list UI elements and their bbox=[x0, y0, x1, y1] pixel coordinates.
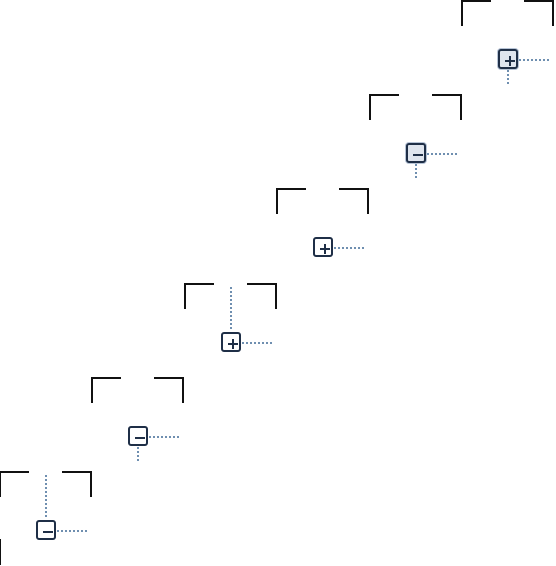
connector-trunk bbox=[230, 287, 232, 329]
minus-icon bbox=[408, 145, 428, 165]
frame-top-left-horizontal bbox=[91, 377, 121, 379]
plus-icon bbox=[500, 51, 520, 71]
connector-horizontal bbox=[334, 247, 364, 249]
frame-bottom-stub bbox=[0, 539, 1, 565]
collapse-toggle-button[interactable] bbox=[127, 425, 149, 447]
toggle-box bbox=[36, 520, 56, 540]
frame-top-left-horizontal bbox=[276, 188, 306, 190]
frame-top-right-horizontal bbox=[62, 471, 92, 473]
frame-top-left-horizontal bbox=[369, 94, 399, 96]
expand-toggle-button[interactable] bbox=[220, 331, 242, 353]
minus-icon bbox=[38, 522, 58, 542]
connector-trunk bbox=[45, 475, 47, 517]
frame-top-right-horizontal bbox=[524, 0, 554, 2]
connector-horizontal bbox=[427, 153, 457, 155]
expand-toggle-button[interactable] bbox=[312, 236, 334, 258]
toggle-box bbox=[498, 49, 518, 69]
connector-horizontal bbox=[57, 530, 87, 532]
frame-top-left-vertical bbox=[184, 283, 186, 309]
frame-top-right-vertical bbox=[552, 0, 554, 26]
minus-icon bbox=[130, 428, 150, 448]
frame-top-left-horizontal bbox=[184, 283, 214, 285]
frame-top-left-horizontal bbox=[0, 471, 29, 473]
connector-horizontal bbox=[149, 436, 179, 438]
frame-top-right-horizontal bbox=[432, 94, 462, 96]
tree-node-frame bbox=[276, 188, 369, 282]
frame-top-left-vertical bbox=[91, 377, 93, 403]
connector-vertical bbox=[507, 70, 509, 84]
collapse-toggle-button[interactable] bbox=[405, 142, 427, 164]
plus-icon bbox=[223, 334, 243, 354]
connector-horizontal bbox=[519, 59, 549, 61]
frame-top-right-vertical bbox=[275, 283, 277, 309]
frame-top-right-horizontal bbox=[339, 188, 369, 190]
toggle-box bbox=[221, 332, 241, 352]
plus-icon bbox=[315, 239, 335, 259]
toggle-box bbox=[128, 426, 148, 446]
frame-top-right-vertical bbox=[90, 471, 92, 497]
frame-top-right-vertical bbox=[182, 377, 184, 403]
frame-top-left-vertical bbox=[369, 94, 371, 120]
toggle-box bbox=[406, 143, 426, 163]
frame-top-right-vertical bbox=[460, 94, 462, 120]
frame-top-right-vertical bbox=[367, 188, 369, 214]
frame-top-left-vertical bbox=[276, 188, 278, 214]
frame-top-left-horizontal bbox=[461, 0, 491, 2]
frame-top-left-vertical bbox=[0, 471, 1, 497]
connector-horizontal bbox=[242, 342, 272, 344]
toggle-box bbox=[313, 237, 333, 257]
frame-top-right-horizontal bbox=[247, 283, 277, 285]
connector-vertical bbox=[415, 164, 417, 178]
connector-vertical bbox=[137, 447, 139, 461]
expand-toggle-button[interactable] bbox=[497, 48, 519, 70]
frame-top-left-vertical bbox=[461, 0, 463, 26]
frame-top-right-horizontal bbox=[154, 377, 184, 379]
collapse-toggle-button[interactable] bbox=[35, 519, 57, 541]
